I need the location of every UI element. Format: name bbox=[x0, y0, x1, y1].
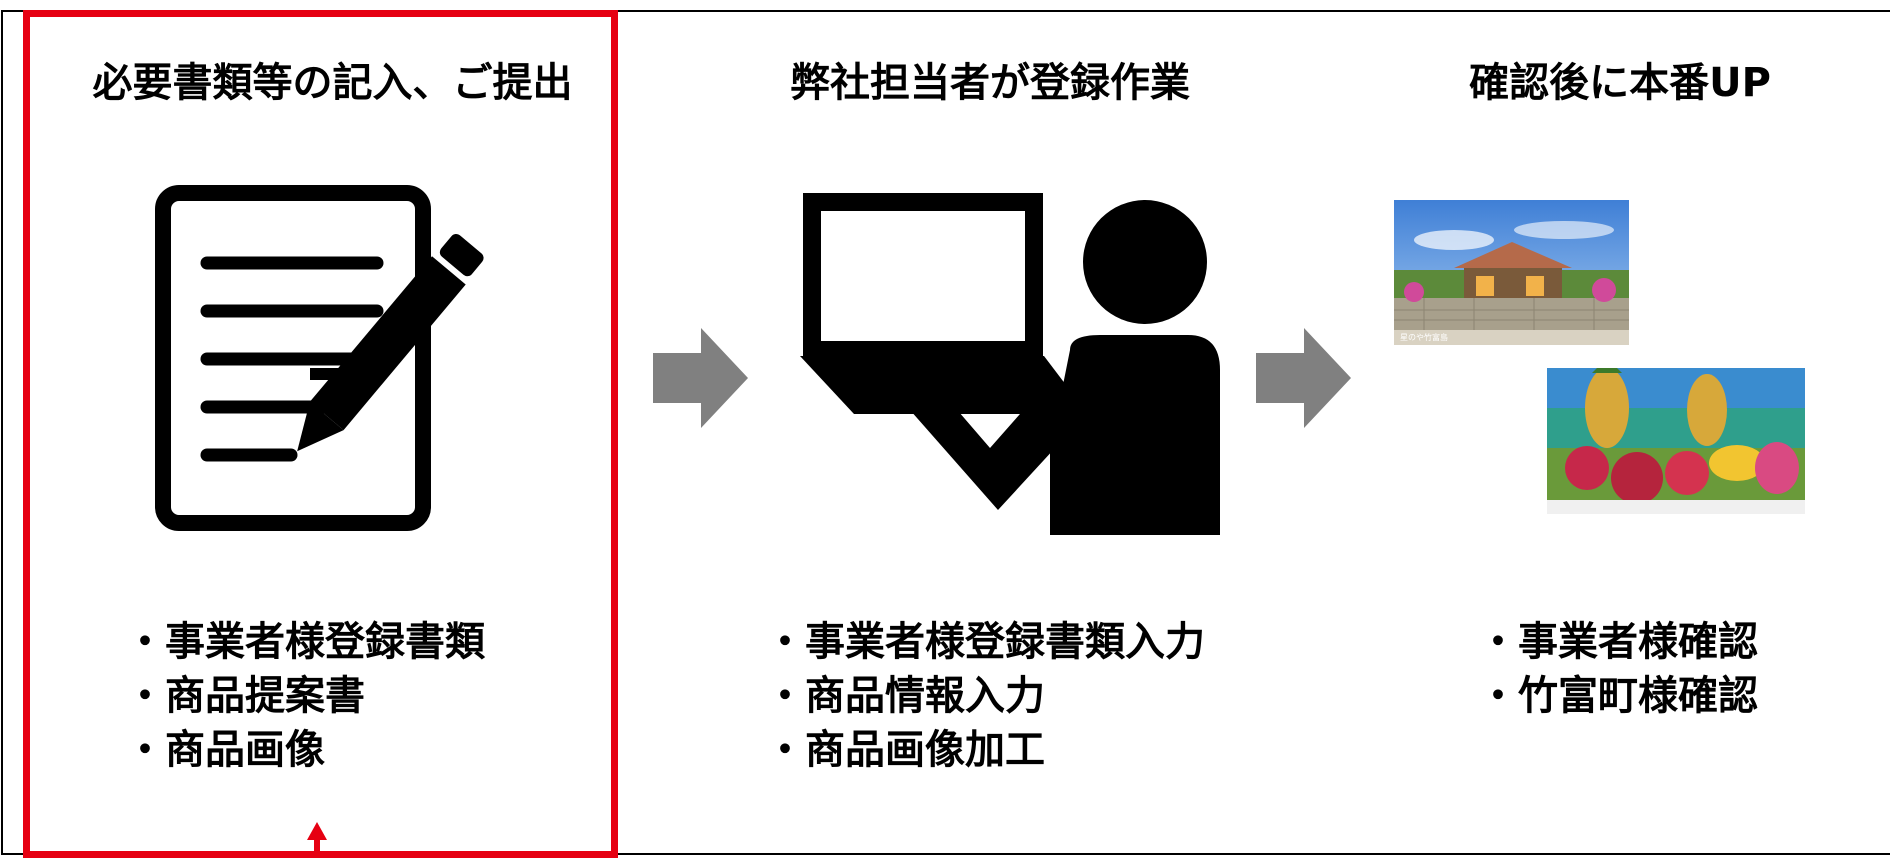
step-3-title: 確認後に本番UP bbox=[1469, 60, 1771, 106]
photo-caption: 星のや竹富島 bbox=[1400, 332, 1448, 342]
list-item: 事業者様登録書類入力 bbox=[765, 615, 1205, 669]
fruit-photo bbox=[1547, 368, 1805, 514]
house-photo: 星のや竹富島 bbox=[1394, 200, 1629, 345]
list-item: 竹富町様確認 bbox=[1478, 669, 1758, 723]
step-3-list: 事業者様確認 竹富町様確認 bbox=[1478, 615, 1758, 723]
arrow-right-icon bbox=[1256, 328, 1351, 428]
list-item: 事業者様登録書類 bbox=[125, 615, 485, 669]
list-item: 事業者様確認 bbox=[1478, 615, 1758, 669]
list-item: 商品情報入力 bbox=[765, 669, 1205, 723]
step-2-title: 弊社担当者が登録作業 bbox=[790, 60, 1190, 106]
document-pen-icon: ILLUST BOX bbox=[155, 185, 484, 531]
step-2-list: 事業者様登録書類入力 商品情報入力 商品画像加工 bbox=[765, 615, 1205, 777]
step-1-title: 必要書類等の記入、ご提出 bbox=[92, 60, 573, 106]
step-1-list: 事業者様登録書類 商品提案書 商品画像 bbox=[125, 615, 485, 777]
watermark-text: ILLUST BOX bbox=[315, 356, 363, 365]
list-item: 商品提案書 bbox=[125, 669, 485, 723]
up-arrow-icon bbox=[307, 822, 327, 858]
arrow-right-icon bbox=[653, 328, 748, 428]
list-item: 商品画像 bbox=[125, 723, 485, 777]
highlight-box bbox=[23, 10, 618, 858]
list-item: 商品画像加工 bbox=[765, 723, 1205, 777]
person-laptop-icon bbox=[800, 193, 1220, 535]
diagram-frame bbox=[1, 10, 1890, 855]
